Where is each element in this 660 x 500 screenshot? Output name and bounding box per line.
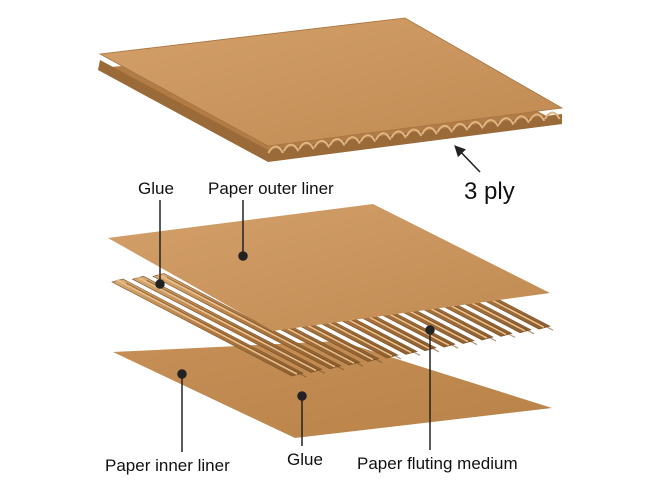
- flute-wave: [421, 126, 438, 135]
- flute-shadow: [146, 279, 326, 374]
- flute-wave: [528, 113, 546, 122]
- flute-wave: [451, 122, 469, 131]
- inner-liner-dot: [177, 369, 187, 379]
- fluting-dot: [425, 325, 435, 335]
- leaders: [155, 200, 435, 452]
- flute-wave: [390, 130, 407, 139]
- glue-top-dot: [155, 279, 165, 289]
- assembled-flute-edge: [98, 60, 562, 162]
- three-ply-arrow: [454, 145, 481, 173]
- flute-highlight: [116, 279, 298, 375]
- flute-wave: [359, 134, 377, 143]
- assembled-top-liner: [98, 17, 564, 147]
- flute-wave: [328, 137, 346, 146]
- inner-liner-sheet: [113, 341, 552, 438]
- flute-wave: [544, 111, 561, 120]
- flute-wave: [267, 145, 284, 154]
- flute-wave: [405, 128, 423, 137]
- inner-liner-label: Paper inner liner: [105, 456, 230, 475]
- flute-highlight: [157, 273, 336, 368]
- glue-top-label: Glue: [138, 179, 174, 198]
- flute-shadow: [125, 282, 307, 378]
- fluting-medium-label: Paper fluting medium: [357, 454, 518, 473]
- three-ply-label: 3 ply: [464, 178, 515, 205]
- flute-wave: [298, 141, 315, 150]
- flute-wave: [482, 119, 500, 128]
- outer-liner-label: Paper outer liner: [208, 179, 334, 198]
- flute-wave: [513, 115, 530, 124]
- glue-bottom-label: Glue: [287, 450, 323, 469]
- flute-wave: [497, 117, 515, 126]
- flute-wave: [282, 143, 300, 152]
- assembled-flute-waves: [267, 111, 561, 154]
- assembled-board: [98, 17, 564, 162]
- flute-wave: [313, 139, 331, 148]
- flute-wave: [436, 124, 453, 133]
- flute-shadow: [166, 276, 345, 371]
- flute-wave: [375, 132, 392, 141]
- flute-wave: [467, 120, 484, 129]
- outer-liner-sheet: [108, 204, 550, 331]
- flute-wave: [344, 136, 361, 145]
- outer-liner-dot: [238, 251, 248, 261]
- glue-bottom-dot: [297, 391, 307, 401]
- flute-highlight: [137, 276, 317, 372]
